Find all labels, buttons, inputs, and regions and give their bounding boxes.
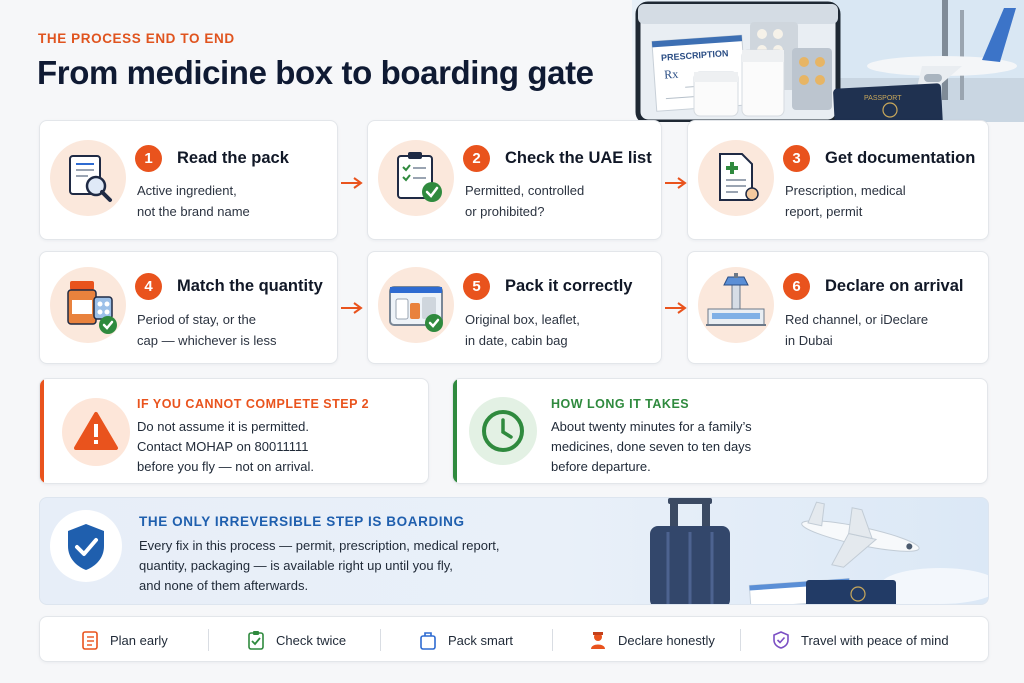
step-desc-line-1: Original box, leaflet, bbox=[465, 312, 580, 327]
footer-strip: Plan early Check twice Pack smart Declare h… bbox=[39, 616, 989, 662]
timing-line-2: medicines, done seven to ten days bbox=[551, 439, 752, 454]
step-description: Prescription, medical report, permit bbox=[785, 180, 965, 222]
footer-item-label: Plan early bbox=[110, 632, 168, 648]
step-title: Check the UAE list bbox=[505, 149, 652, 167]
arrow-right-icon bbox=[340, 176, 364, 190]
footer-item-label: Travel with peace of mind bbox=[801, 632, 949, 648]
arrow-right-icon bbox=[340, 301, 364, 315]
step-description: Period of stay, or the cap — whichever is… bbox=[137, 309, 317, 351]
footer-item: Travel with peace of mind bbox=[771, 617, 949, 663]
step-description: Red channel, or iDeclare in Dubai bbox=[785, 309, 965, 351]
checklist-icon bbox=[80, 630, 110, 650]
footer-divider bbox=[740, 629, 741, 651]
arrow-right-icon bbox=[664, 176, 688, 190]
medical-document-icon bbox=[698, 140, 774, 216]
warning-icon bbox=[62, 398, 130, 466]
step-desc-line-1: Period of stay, or the bbox=[137, 312, 256, 327]
kicker: THE PROCESS END TO END bbox=[38, 31, 235, 46]
step-desc-line-2: in Dubai bbox=[785, 333, 833, 348]
timing-line-3: before departure. bbox=[551, 459, 651, 474]
step-desc-line-1: Active ingredient, bbox=[137, 183, 237, 198]
passport-icon: PASSPORT bbox=[833, 83, 943, 122]
passport-label: PASSPORT bbox=[864, 95, 902, 102]
prescription-label: PRESCRIPTION bbox=[661, 48, 729, 63]
pill-bottle-icon bbox=[50, 267, 126, 343]
warning-line-1: Do not assume it is permitted. bbox=[137, 419, 309, 434]
footer-divider bbox=[208, 629, 209, 651]
step-desc-line-2: cap — whichever is less bbox=[137, 333, 277, 348]
clipboard-check-icon bbox=[378, 140, 454, 216]
suitcase-icon bbox=[650, 498, 730, 604]
warning-card: IF YOU CANNOT COMPLETE STEP 2 Do not ass… bbox=[39, 378, 429, 484]
footer-item-label: Declare honestly bbox=[618, 632, 715, 648]
timing-card: HOW LONG IT TAKES About twenty minutes f… bbox=[452, 378, 988, 484]
step-number: 6 bbox=[783, 273, 810, 300]
step-number: 4 bbox=[135, 273, 162, 300]
clipboard-check-icon bbox=[246, 630, 276, 650]
airport-tower-icon bbox=[698, 267, 774, 343]
step-desc-line-1: Red channel, or iDeclare bbox=[785, 312, 929, 327]
warning-line-3: before you fly — not on arrival. bbox=[137, 459, 315, 474]
step-desc-line-2: report, permit bbox=[785, 204, 863, 219]
clear-bag-icon: PRESCRIPTION Rx bbox=[635, 1, 841, 122]
step-desc-line-1: Prescription, medical bbox=[785, 183, 906, 198]
step-title: Get documentation bbox=[825, 149, 976, 167]
footer-item: Plan early bbox=[80, 617, 168, 663]
banner-line-1: Every fix in this process — permit, pres… bbox=[139, 538, 500, 553]
footer-item-label: Check twice bbox=[276, 632, 347, 648]
warning-title: IF YOU CANNOT COMPLETE STEP 2 bbox=[137, 397, 370, 411]
timing-line-1: About twenty minutes for a family’s bbox=[551, 419, 752, 434]
page-title: From medicine box to boarding gate bbox=[37, 54, 594, 91]
banner-title: THE ONLY IRREVERSIBLE STEP IS BOARDING bbox=[139, 514, 465, 529]
footer-item: Check twice bbox=[246, 617, 346, 663]
magnifier-document-icon bbox=[50, 140, 126, 216]
svg-text:Rx: Rx bbox=[664, 67, 679, 82]
boarding-banner: THE ONLY IRREVERSIBLE STEP IS BOARDING E… bbox=[39, 497, 989, 605]
footer-divider bbox=[380, 629, 381, 651]
step-title: Read the pack bbox=[177, 149, 289, 167]
arrow-right-icon bbox=[664, 301, 688, 315]
warning-line-2: Contact MOHAP on 80011111 bbox=[137, 439, 309, 454]
step-desc-line-1: Permitted, controlled bbox=[465, 183, 585, 198]
step-desc-line-2: or prohibited? bbox=[465, 204, 545, 219]
airplane-icon bbox=[801, 501, 920, 568]
step-description: Active ingredient, not the brand name bbox=[137, 180, 317, 222]
bag-icon bbox=[418, 630, 448, 650]
officer-icon bbox=[588, 630, 618, 650]
shield-check-icon bbox=[50, 510, 122, 582]
step-number: 3 bbox=[783, 145, 810, 172]
step-desc-line-2: in date, cabin bag bbox=[465, 333, 568, 348]
step-desc-line-2: not the brand name bbox=[137, 204, 250, 219]
step-description: Original box, leaflet, in date, cabin bag bbox=[465, 309, 645, 351]
step-number: 1 bbox=[135, 145, 162, 172]
footer-item: Pack smart bbox=[418, 617, 513, 663]
footer-divider bbox=[552, 629, 553, 651]
shield-check-icon bbox=[771, 630, 801, 650]
footer-item-label: Pack smart bbox=[448, 632, 514, 648]
step-number: 2 bbox=[463, 145, 490, 172]
step-title: Pack it correctly bbox=[505, 277, 633, 295]
step-title: Declare on arrival bbox=[825, 277, 964, 295]
step-title: Match the quantity bbox=[177, 277, 323, 295]
banner-line-3: and none of them afterwards. bbox=[139, 578, 309, 593]
step-description: Permitted, controlled or prohibited? bbox=[465, 180, 645, 222]
timing-title: HOW LONG IT TAKES bbox=[551, 397, 690, 411]
hero-illustration: PRESCRIPTION Rx bbox=[632, 0, 1024, 122]
footer-item: Declare honestly bbox=[588, 617, 715, 663]
travel-illustration bbox=[650, 498, 988, 604]
packed-bag-icon bbox=[378, 267, 454, 343]
step-number: 5 bbox=[463, 273, 490, 300]
banner-line-2: quantity, packaging — is available right… bbox=[139, 558, 453, 573]
clock-icon bbox=[469, 397, 537, 465]
